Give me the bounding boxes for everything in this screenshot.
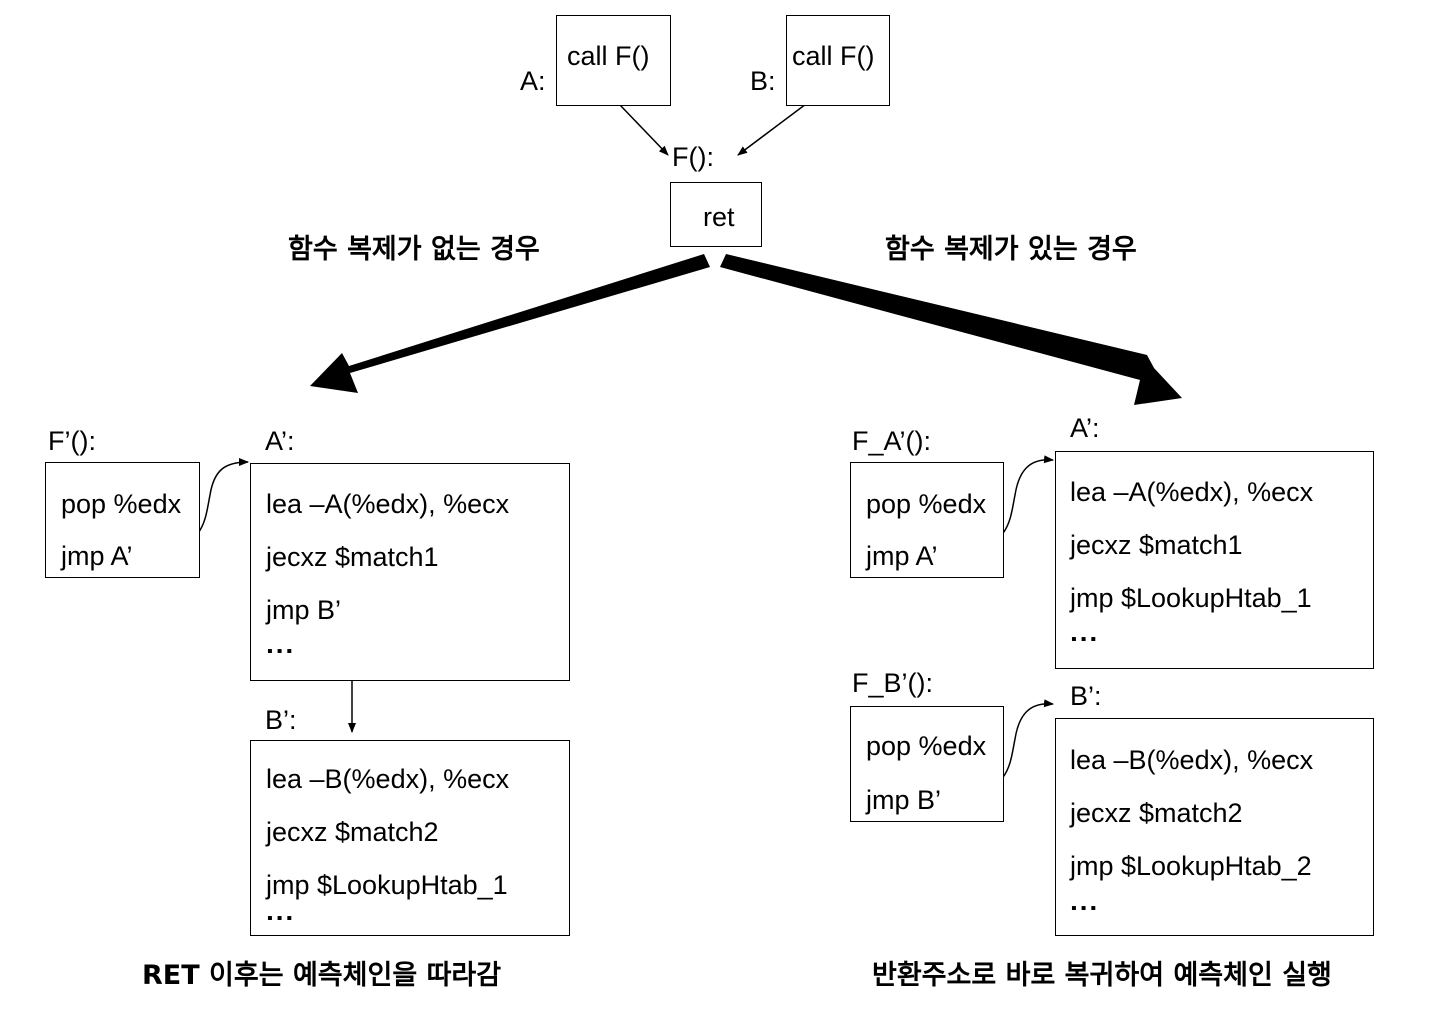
caller-a-box: call F()	[556, 15, 671, 106]
right-stub-a-line-2: jmp A’	[866, 541, 938, 571]
left-caption: RET 이후는 예측체인을 따라감	[142, 960, 502, 991]
right-b-ellipsis: ▪▪▪	[1071, 900, 1101, 917]
caller-b-label: B:	[750, 66, 776, 96]
right-a-line-3: jmp $LookupHtab_1	[1070, 583, 1312, 613]
left-a-box: lea –A(%edx), %ecx jecxz $match1 jmp B’ …	[250, 463, 570, 681]
left-b-line-2: jecxz $match2	[266, 817, 439, 847]
right-a-line-1: lea –A(%edx), %ecx	[1070, 477, 1314, 507]
left-stub-box: pop %edx jmp A’	[45, 462, 200, 578]
right-stub-a-label: F_A’():	[852, 426, 931, 456]
right-b-label: B’:	[1070, 681, 1102, 711]
callee-code: ret	[703, 202, 735, 232]
right-b-box: lea –B(%edx), %ecx jecxz $match2 jmp $Lo…	[1055, 718, 1374, 936]
right-a-box: lea –A(%edx), %ecx jecxz $match1 jmp $Lo…	[1055, 451, 1374, 669]
big-arrow-left	[310, 254, 710, 393]
right-a-line-2: jecxz $match1	[1070, 530, 1243, 560]
right-stub-a-box: pop %edx jmp A’	[850, 462, 1004, 578]
caller-b-box: call F()	[786, 15, 890, 106]
left-b-line-3: jmp $LookupHtab_1	[266, 870, 508, 900]
right-stub-b-label: F_B’():	[852, 668, 933, 698]
left-stub-line-1: pop %edx	[61, 489, 182, 519]
branch-label-right: 함수 복제가 있는 경우	[885, 234, 1137, 265]
callee-box: ret	[670, 182, 762, 247]
caller-a-label: A:	[520, 66, 546, 96]
caller-b-code: call F()	[792, 41, 875, 71]
caller-a-code: call F()	[567, 41, 650, 71]
right-a-label: A’:	[1070, 413, 1100, 443]
left-stub-label: F’():	[48, 426, 96, 456]
left-a-line-1: lea –A(%edx), %ecx	[266, 489, 510, 519]
right-b-line-2: jecxz $match2	[1070, 798, 1243, 828]
left-b-label: B’:	[265, 705, 297, 735]
big-arrow-right	[720, 254, 1182, 405]
right-stub-b-box: pop %edx jmp B’	[850, 706, 1004, 822]
right-b-line-1: lea –B(%edx), %ecx	[1070, 745, 1314, 775]
left-stub-line-2: jmp A’	[61, 541, 133, 571]
right-a-ellipsis: ▪▪▪	[1071, 631, 1101, 648]
left-a-ellipsis: ▪▪▪	[267, 643, 297, 660]
left-a-line-2: jecxz $match1	[266, 542, 439, 572]
right-b-line-3: jmp $LookupHtab_2	[1070, 851, 1312, 881]
left-a-label: A’:	[265, 426, 295, 456]
branch-label-left: 함수 복제가 없는 경우	[288, 234, 540, 265]
callee-label: F():	[672, 142, 714, 172]
left-b-box: lea –B(%edx), %ecx jecxz $match2 jmp $Lo…	[250, 740, 570, 936]
right-caption: 반환주소로 바로 복귀하여 예측체인 실행	[872, 960, 1332, 991]
left-a-line-3: jmp B’	[266, 595, 342, 625]
right-stub-b-line-2: jmp B’	[866, 785, 942, 815]
left-b-line-1: lea –B(%edx), %ecx	[266, 764, 510, 794]
right-stub-a-line-1: pop %edx	[866, 489, 987, 519]
left-b-ellipsis: ▪▪▪	[267, 910, 297, 927]
right-stub-b-line-1: pop %edx	[866, 731, 987, 761]
